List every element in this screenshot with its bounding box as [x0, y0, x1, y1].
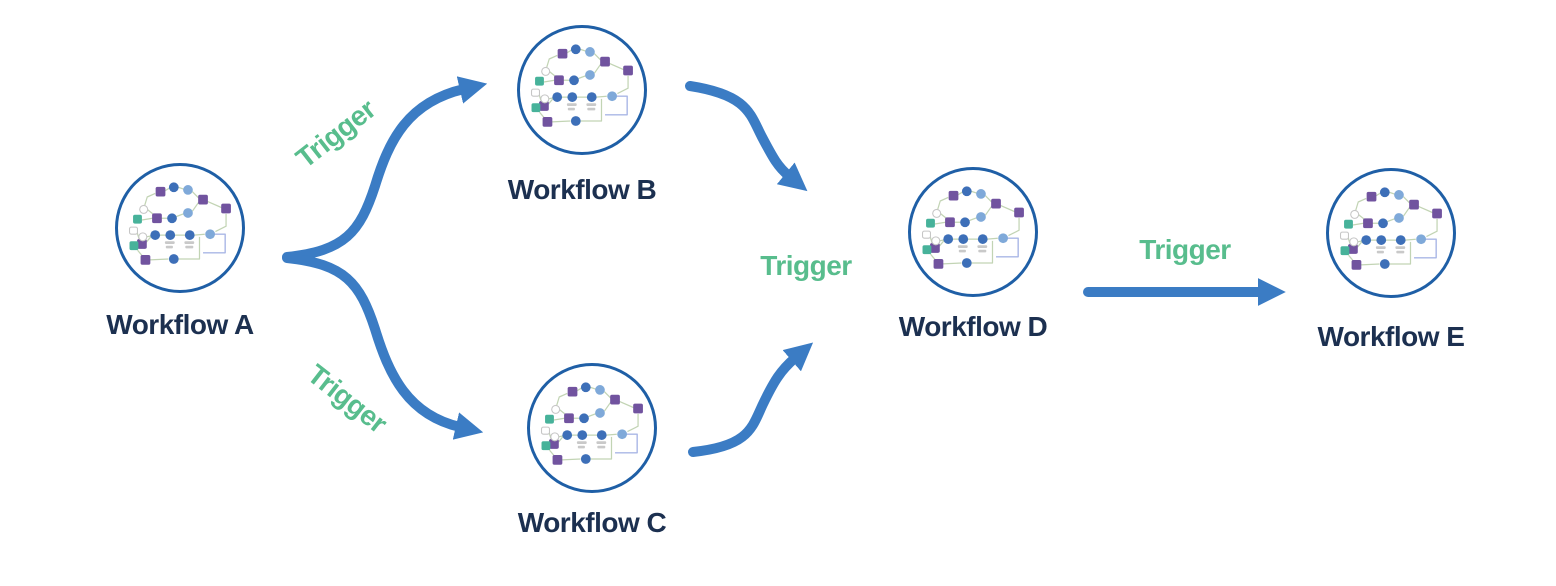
workflow-b-label: Workflow B: [507, 174, 657, 205]
workflow-thumbnail-circle: [908, 167, 1038, 297]
workflow-thumbnail: [540, 381, 644, 466]
workflow-node-a: Workflow A: [106, 163, 254, 341]
workflow-node-c: Workflow C: [518, 363, 667, 539]
workflow-c-label: Workflow C: [517, 507, 667, 538]
workflow-thumbnail: [1339, 186, 1443, 271]
workflow-d-label: Workflow D: [898, 311, 1048, 342]
arrow-b-to-d: [685, 81, 808, 192]
workflow-thumbnail-circle: [115, 163, 245, 293]
workflow-thumbnail: [921, 185, 1025, 270]
arrow-a-to-c: [282, 253, 484, 440]
arrow-a-to-b: [282, 76, 488, 262]
workflow-thumbnail-circle: [1326, 168, 1456, 298]
workflow-a-label: Workflow A: [106, 309, 254, 340]
workflow-node-b: Workflow B: [508, 25, 657, 206]
workflow-node-d: Workflow D: [899, 167, 1048, 343]
arrow-c-to-d: [688, 342, 814, 457]
workflow-thumbnail-circle: [527, 363, 657, 493]
workflow-thumbnail: [530, 43, 634, 128]
trigger-label-d-e: Trigger: [1139, 234, 1231, 265]
workflow-e-label: Workflow E: [1317, 321, 1465, 352]
workflow-node-e: Workflow E: [1318, 168, 1465, 353]
workflow-thumbnail: [128, 181, 232, 266]
trigger-label-bc-d: Trigger: [760, 250, 852, 281]
workflow-thumbnail-circle: [517, 25, 647, 155]
